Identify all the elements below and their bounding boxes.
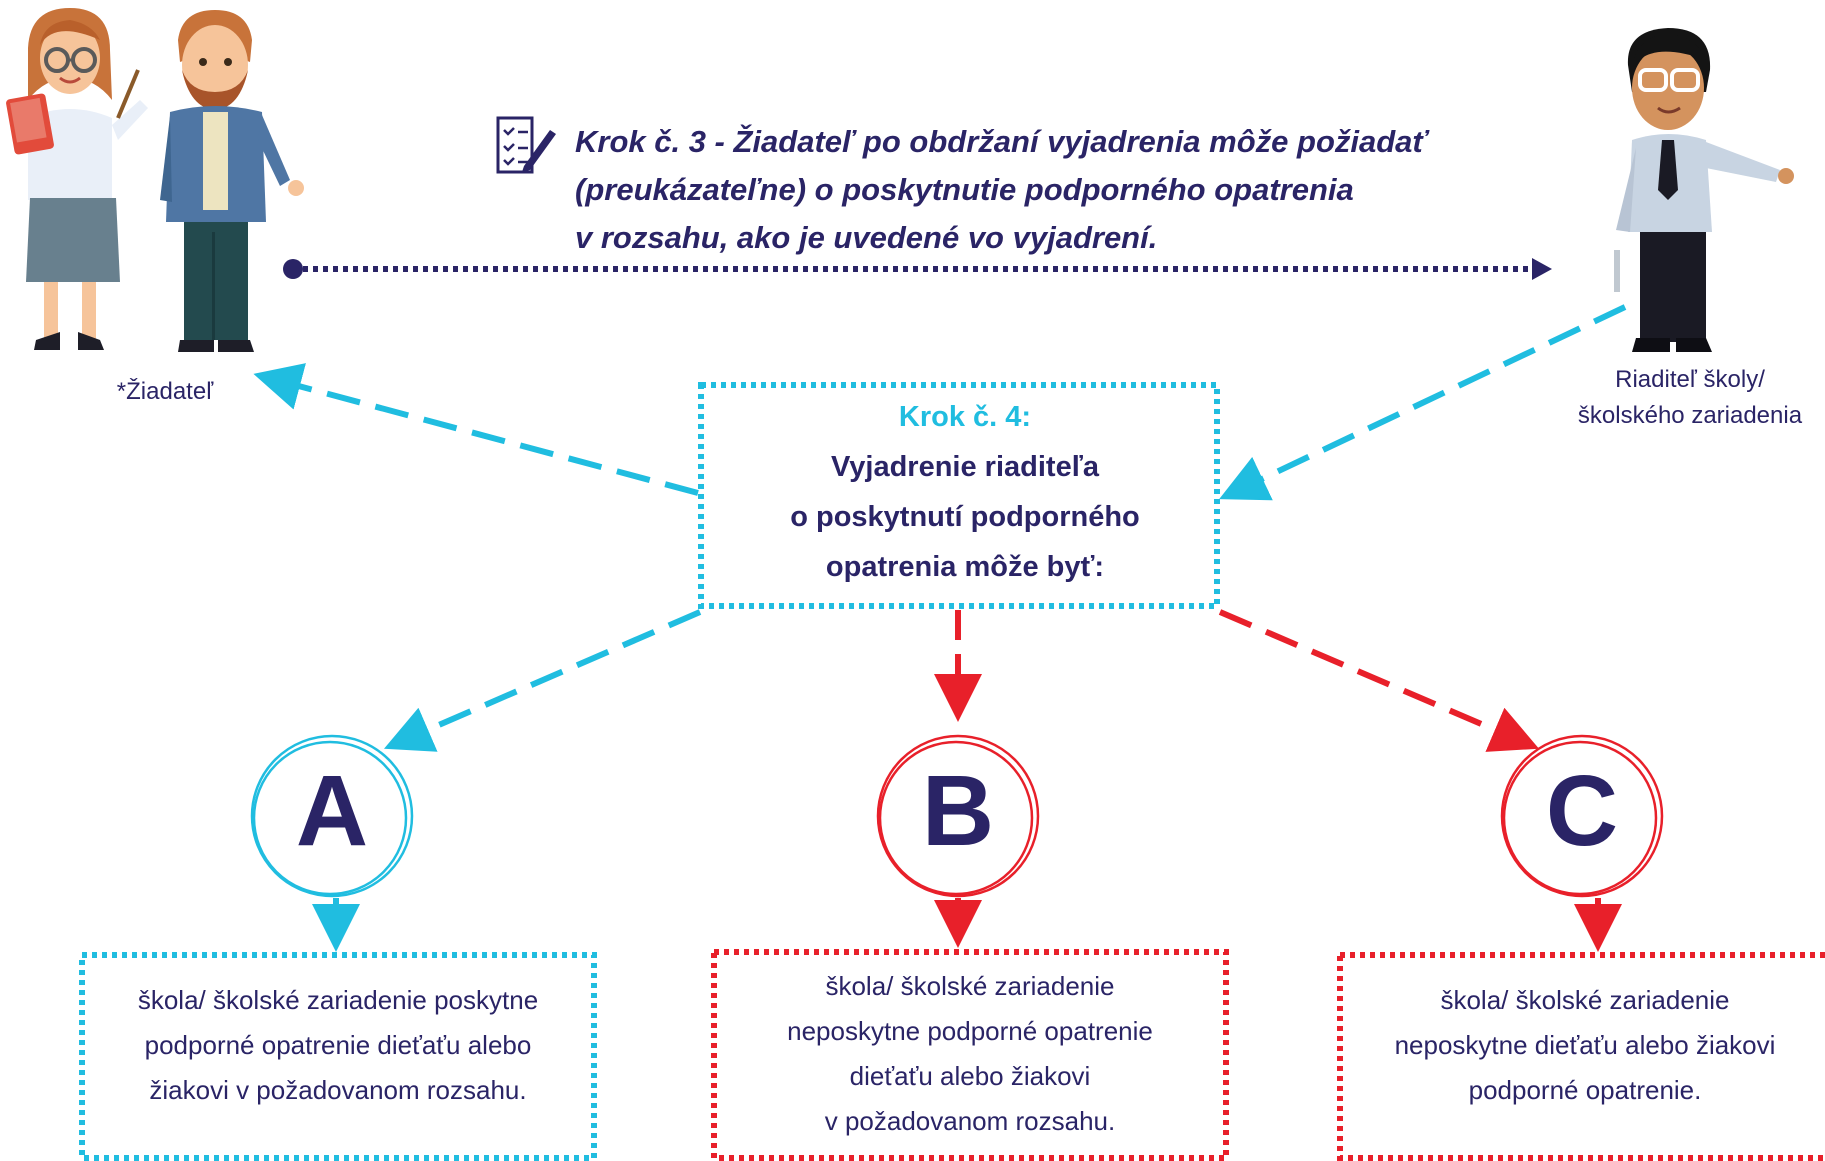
applicant-male-illustration (160, 10, 304, 352)
option-a-text: škola/ školské zariadenie poskytne podpo… (137, 985, 539, 1105)
applicant-label: *Žiadateľ (116, 378, 214, 405)
connector-box-to-a (383, 609, 702, 752)
option-c-letter: C (1545, 755, 1619, 867)
connector-director-to-box (1219, 304, 1627, 501)
option-b-circle (876, 734, 1040, 898)
step4-body: Vyjadrenie riaditeľa o poskytnutí podpor… (790, 451, 1140, 583)
step3-text: Krok č. 3 - Žiadateľ po obdržaní vyjadre… (575, 124, 1428, 255)
option-b-text: škola/ školské zariadenie neposkytne pod… (787, 971, 1153, 1136)
option-a-letter: A (295, 755, 369, 867)
option-c-text: škola/ školské zariadenie neposkytne die… (1394, 985, 1776, 1105)
checklist-pencil-icon (496, 116, 556, 174)
option-a-circle (250, 734, 414, 898)
step4-text: Krok č. 4: Vyjadrenie riaditeľa o poskyt… (705, 392, 1225, 592)
step4-title: Krok č. 4: (898, 401, 1032, 433)
option-b-letter: B (921, 755, 995, 867)
director-label: Riaditeľ školy/ školského zariadenia (1577, 366, 1803, 429)
step3-connector (283, 258, 1552, 280)
director-illustration (1614, 28, 1794, 352)
connector-box-to-c (1218, 609, 1540, 752)
option-c-box (1337, 952, 1825, 1161)
applicant-female-illustration (6, 8, 148, 350)
step4-box (698, 382, 1220, 609)
connector-box-to-applicant (253, 363, 699, 496)
option-b-box (711, 949, 1229, 1161)
option-a-box (79, 952, 597, 1161)
option-c-circle (1500, 734, 1664, 898)
